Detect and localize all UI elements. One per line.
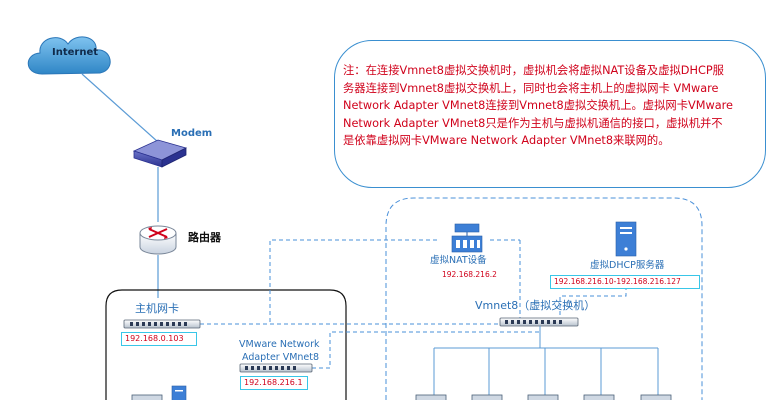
dhcp-range: 192.168.216.10-192.168.216.127 <box>550 275 700 289</box>
host-nic-label: 主机网卡 <box>135 302 179 315</box>
virtual-network-border <box>385 197 703 400</box>
vmnet8-switch-label: Vmnet8（虚拟交换机） <box>475 299 596 312</box>
internet-label: Internet <box>52 47 99 58</box>
vmnet8-adapter-ip: 192.168.216.1 <box>240 376 308 390</box>
nat-device-ip: 192.168.216.2 <box>442 270 497 279</box>
vm-computer-icon <box>415 394 672 400</box>
modem-label: Modem <box>171 128 213 139</box>
nat-device-icon <box>451 223 483 253</box>
note-line: Network Adapter VMnet8只是作为主机与虚拟机通信的接口，虚拟… <box>343 116 723 130</box>
host-nic-ip: 192.168.0.103 <box>121 332 197 346</box>
cloud-icon <box>27 36 111 75</box>
dhcp-server-label: 虚拟DHCP服务器 <box>590 260 665 271</box>
vm-links <box>433 326 659 396</box>
note-line: Network Adapter VMnet8连接到Vmnet8虚拟交换机上。虚拟… <box>343 99 733 112</box>
server-icon <box>615 221 637 257</box>
note-line: 务器连接到Vmnet8虚拟交换机上，同时也会将主机上的虚拟网卡 VMware <box>343 81 719 95</box>
vmnet8-virtual-switch-icon <box>499 317 579 327</box>
link-internet-modem <box>81 73 159 143</box>
host-nic-switch-icon <box>123 319 201 329</box>
host-computer-icon <box>131 385 187 400</box>
nat-device-label: 虚拟NAT设备 <box>430 255 487 266</box>
host-machine-border <box>105 289 347 400</box>
note-box: 注：在连接Vmnet8虚拟交换机时，虚拟机会将虚拟NAT设备及虚拟DHCP服 务… <box>334 40 766 188</box>
link-hostnic-nat <box>269 239 440 322</box>
note-line: 是依靠虚拟网卡VMware Network Adapter VMnet8来联网的… <box>343 134 670 147</box>
vmnet8-adapter-switch-icon <box>239 363 313 373</box>
vmnet8-adapter-label-line1: VMware Network <box>239 339 320 350</box>
router-icon <box>139 225 177 255</box>
link-dhcp-switch <box>559 286 627 318</box>
modem-icon <box>132 139 188 168</box>
vmnet8-adapter-label-line2: Adapter VMnet8 <box>242 352 320 363</box>
note-line: 注：在连接Vmnet8虚拟交换机时，虚拟机会将虚拟NAT设备及虚拟DHCP服 <box>343 64 724 77</box>
router-label: 路由器 <box>188 231 221 244</box>
